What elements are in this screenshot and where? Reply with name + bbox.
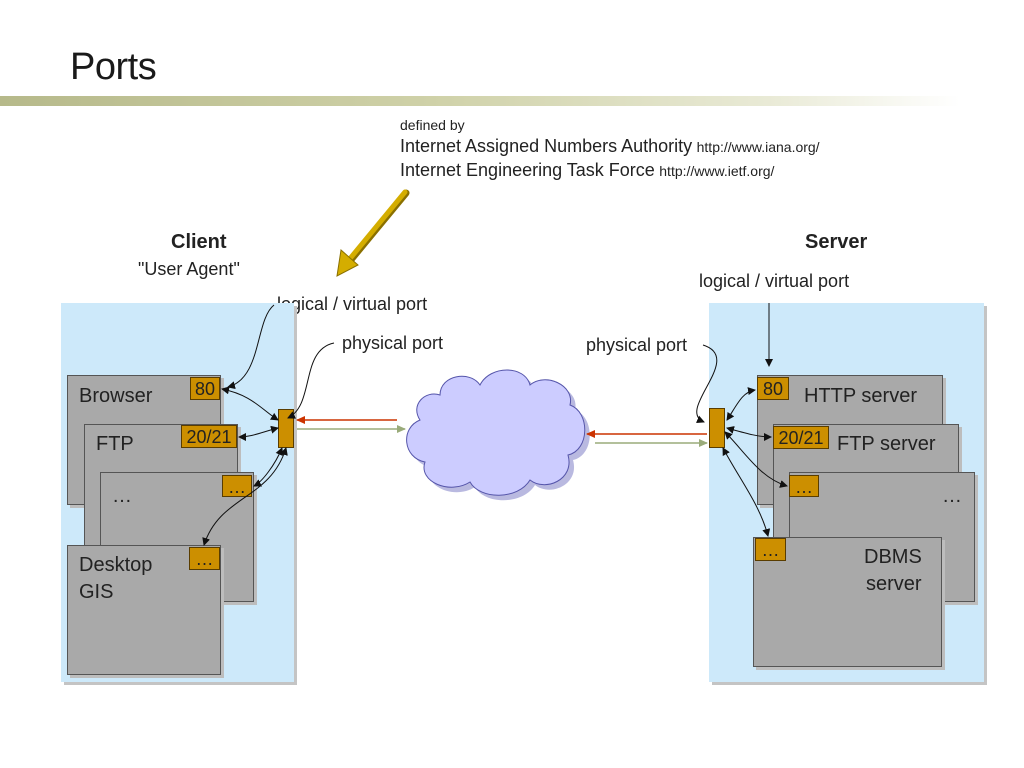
client-link-gis (202, 447, 288, 546)
server-logical-port-label: logical / virtual port (699, 271, 850, 291)
client-port-gis: … (189, 547, 220, 570)
client-app-ftp-name: FTP (96, 433, 134, 455)
server-physical-port-leader (696, 344, 718, 424)
server-port-other: … (789, 475, 819, 497)
client-app-gis-name-line1: Desktop (79, 554, 153, 576)
client-physical-port-leader (287, 342, 335, 419)
server-physical-port (709, 408, 725, 448)
server-physical-port-label: physical port (586, 335, 688, 355)
iana-url[interactable]: http://www.iana.org/ (696, 139, 820, 155)
server-link-dbms (722, 447, 771, 537)
server-app-dbms-name-line2: server (866, 573, 922, 595)
client-port-20-21: 20/21 (181, 425, 237, 448)
ietf-name: Internet Engineering Task Force (400, 160, 655, 180)
client-logical-port-label: logical / virtual port (277, 294, 428, 314)
slide-title: Ports (70, 46, 157, 88)
server-app-ftp-name: FTP server (837, 433, 936, 455)
client-title: Client (171, 231, 227, 253)
client-logical-port-leader (227, 304, 275, 390)
iana-name: Internet Assigned Numbers Authority (400, 136, 693, 156)
server-link-other (724, 431, 788, 488)
ietf-url[interactable]: http://www.ietf.org/ (659, 163, 775, 179)
network-cloud-icon (406, 369, 590, 501)
iana-line: Internet Assigned Numbers Authority http… (400, 136, 820, 157)
client-link-80 (221, 386, 279, 421)
server-title: Server (805, 231, 868, 253)
client-subtitle: "User Agent" (138, 259, 240, 279)
server-port-dbms: … (755, 538, 786, 561)
client-physical-port-label: physical port (342, 333, 444, 353)
client-port-80: 80 (190, 377, 220, 400)
server-port-80: 80 (757, 377, 789, 400)
ietf-line: Internet Engineering Task Force http://w… (400, 160, 774, 181)
definition-arrow (336, 189, 410, 277)
server-app-other-name: … (942, 485, 962, 507)
server-app-dbms-name-line1: DBMS (864, 546, 922, 568)
server-link-80 (726, 387, 756, 421)
client-app-other-name: … (112, 485, 132, 507)
defined-by-label: defined by (400, 117, 465, 133)
client-link-20-21 (238, 425, 279, 441)
title-underline-bar (0, 96, 960, 106)
client-app-browser-name: Browser (79, 385, 153, 407)
client-app-gis-name-line2: GIS (79, 581, 114, 603)
server-link-20-21 (726, 426, 772, 441)
server-app-http-name: HTTP server (804, 385, 917, 407)
